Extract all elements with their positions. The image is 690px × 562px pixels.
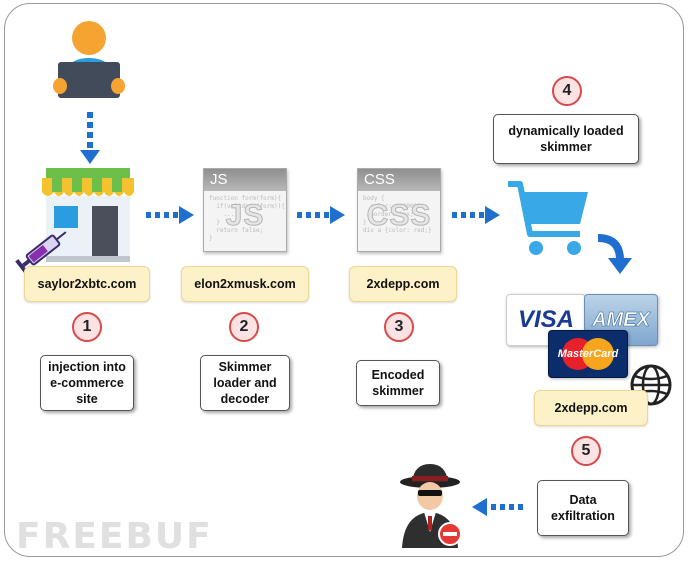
mastercard-circles-icon	[562, 338, 614, 370]
css-window-title: CSS	[358, 169, 440, 191]
js-code-window: JS function form(form){ if(validate(form…	[203, 168, 287, 252]
down-arrow-icon	[80, 112, 100, 164]
step-3-badge: 3	[384, 312, 414, 342]
js-window-title: JS	[204, 169, 286, 191]
step-4-label: dynamically loaded skimmer	[493, 114, 639, 164]
step-5-badge: 5	[571, 436, 601, 466]
amex-card-label: AMEX	[592, 308, 650, 331]
curved-arrow-icon	[597, 234, 632, 274]
arrow-css-to-cart-icon	[452, 206, 500, 224]
step-1-badge: 1	[72, 312, 102, 342]
loader-domain-label: elon2xmusk.com	[181, 266, 309, 302]
mastercard-card-label: MasterCard	[557, 348, 619, 360]
attacker-icon	[400, 464, 462, 548]
storefront-icon	[42, 168, 134, 262]
step-2-badge: 2	[229, 312, 259, 342]
step-5-label: Data exfiltration	[537, 480, 629, 536]
encoded-domain-label: 2xdepp.com	[349, 266, 457, 302]
step-3-label: Encoded skimmer	[356, 360, 440, 406]
js-watermark: JS	[225, 199, 265, 233]
css-code-window: CSS body { color: #000000; border: 1px; …	[357, 168, 441, 252]
arrow-js-to-css-icon	[297, 206, 345, 224]
arrow-to-attacker-icon	[472, 498, 523, 516]
freebuf-watermark: FREEBUF	[16, 516, 213, 557]
step-2-label: Skimmer loader and decoder	[200, 355, 290, 411]
store-domain-label: saylor2xbtc.com	[24, 266, 150, 302]
visa-card-label: VISA	[517, 306, 574, 333]
arrow-store-to-js-icon	[146, 206, 194, 224]
mastercard-card: MasterCard	[548, 330, 628, 378]
shopping-cart-icon	[508, 181, 588, 255]
step-4-badge: 4	[552, 76, 582, 106]
step-1-label: injection into e-commerce site	[40, 355, 134, 411]
css-code-lines-icon: body { color: #000000; border: 1px; } di…	[363, 195, 432, 234]
user-laptop-icon	[53, 21, 125, 98]
css-watermark: CSS	[366, 199, 432, 233]
js-code-lines-icon: function form(form){ if(validate(form)){…	[209, 195, 285, 242]
exfil-domain-label: 2xdepp.com	[534, 390, 648, 426]
